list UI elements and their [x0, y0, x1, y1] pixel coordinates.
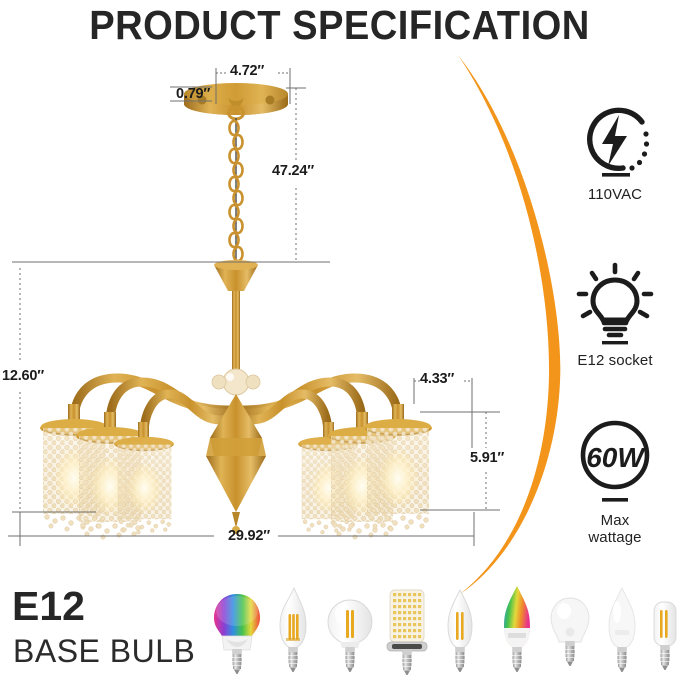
- wattage-badge-text: 60W: [586, 442, 646, 473]
- bulb-globe-filament: [327, 599, 373, 672]
- light-bulb-icon: [576, 262, 654, 345]
- bulb-candle-filament: [447, 588, 473, 672]
- crystal-ball-ornament: [211, 368, 261, 396]
- dimension-canopy-height: 0.79″: [176, 86, 211, 102]
- spec-socket: E12 socket: [551, 262, 679, 369]
- spec-wattage-label-line2: wattage: [588, 529, 642, 547]
- crystal-shades: [40, 404, 432, 540]
- ceiling-canopy: [184, 83, 288, 121]
- dimension-shade-spacing: 4.33″: [420, 371, 455, 387]
- e12-heading: E12: [12, 583, 85, 629]
- dimension-fixture-height: 12.60″: [2, 368, 45, 384]
- dimension-canopy-diameter: 4.72″: [230, 63, 265, 79]
- dimension-shade-height: 5.91″: [470, 450, 505, 466]
- bulb-led-corn: [386, 589, 428, 675]
- lightning-bolt-icon: [587, 107, 650, 177]
- wattage-circle-icon: 60W: [580, 420, 650, 502]
- dimension-fixture-width: 29.92″: [228, 528, 271, 544]
- bulb-rgb-color-smart: [214, 594, 260, 674]
- chandelier-arms: [69, 373, 403, 439]
- bulb-tubular-filament: [653, 601, 677, 670]
- spec-socket-label: E12 socket: [577, 352, 653, 369]
- dimension-total-height: 47.24″: [272, 163, 315, 179]
- spec-voltage: 110VAC: [551, 100, 679, 203]
- bulb-frosted-golf-ball: [550, 597, 590, 666]
- bulb-frosted-candle: [608, 586, 636, 672]
- spec-wattage-label-line1: Max: [600, 512, 630, 529]
- e12-subheading: BASE BULB: [13, 633, 196, 669]
- chandelier-product-image: [40, 83, 432, 540]
- bulb-flame-tip-filament: [279, 586, 307, 672]
- bulb-rgb-smart-candle: [504, 586, 530, 672]
- center-body: [206, 394, 266, 534]
- spec-voltage-label: 110VAC: [587, 186, 643, 203]
- spec-wattage: 60W Max wattage: [551, 418, 679, 547]
- dimension-lines: [8, 68, 500, 546]
- page-title: PRODUCT SPECIFICATION: [89, 2, 590, 48]
- shade-6: [364, 404, 432, 532]
- bulb-type-row: [214, 586, 677, 675]
- shade-3: [114, 422, 174, 535]
- suspension-chain: [228, 118, 244, 265]
